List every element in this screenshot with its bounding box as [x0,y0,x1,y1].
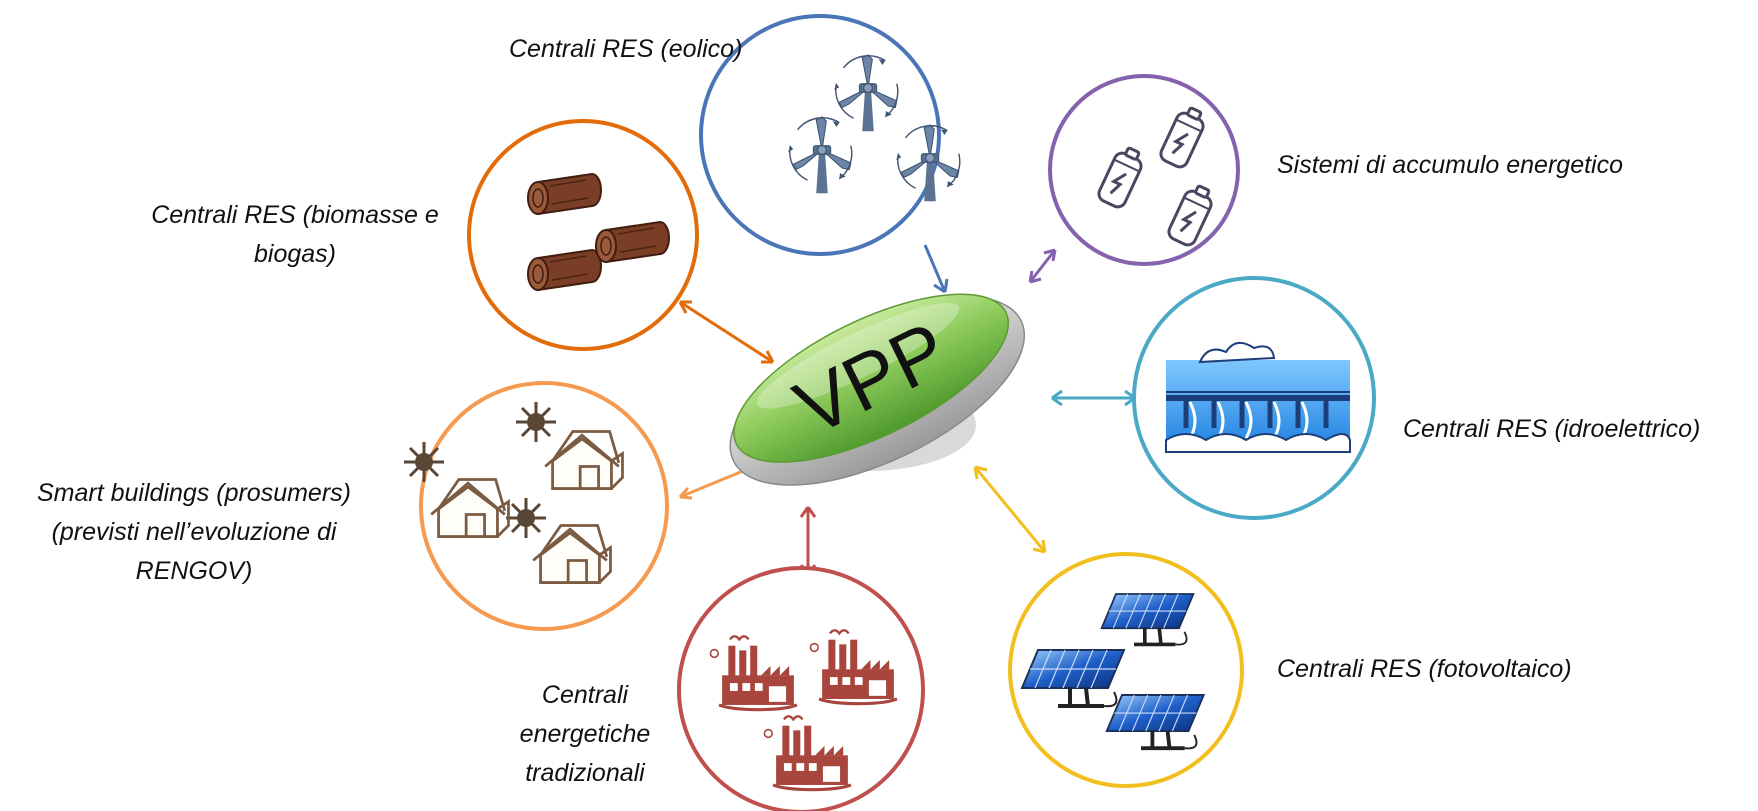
arrow-idro [1051,389,1136,407]
label-idro: Centrali RES (idroelettrico) [1403,415,1701,443]
node-eolico [699,14,961,256]
arrow-fotovoltaico [973,465,1047,554]
label-accumulo: Sistemi di accumulo energetico [1277,151,1623,179]
connector-arrows [678,244,1136,576]
label-fotovoltaico: Centrali RES (fotovoltaico) [1277,655,1572,683]
label-smart: Smart buildings (prosumers) (previsti ne… [37,479,351,585]
hydroelectric-dam-icon [1165,341,1351,453]
arrow-accumulo [1028,248,1057,284]
node-idro [1132,276,1376,520]
node-accumulo [1048,74,1240,266]
label-tradizionali: Centrali energetiche tradizionali [519,681,651,787]
arrow-biomasse [678,300,775,364]
label-eolico: Centrali RES (eolico) [509,35,743,63]
node-smart [402,381,669,631]
node-tradizionali [677,566,925,811]
arrow-tradizionali [799,506,817,576]
arrow-eolico [923,244,949,294]
node-fotovoltaico [1008,552,1244,788]
label-biomasse: Centrali RES (biomasse e biogas) [151,201,439,268]
vpp-node: VPP [729,293,1026,486]
node-biomasse [467,119,699,351]
